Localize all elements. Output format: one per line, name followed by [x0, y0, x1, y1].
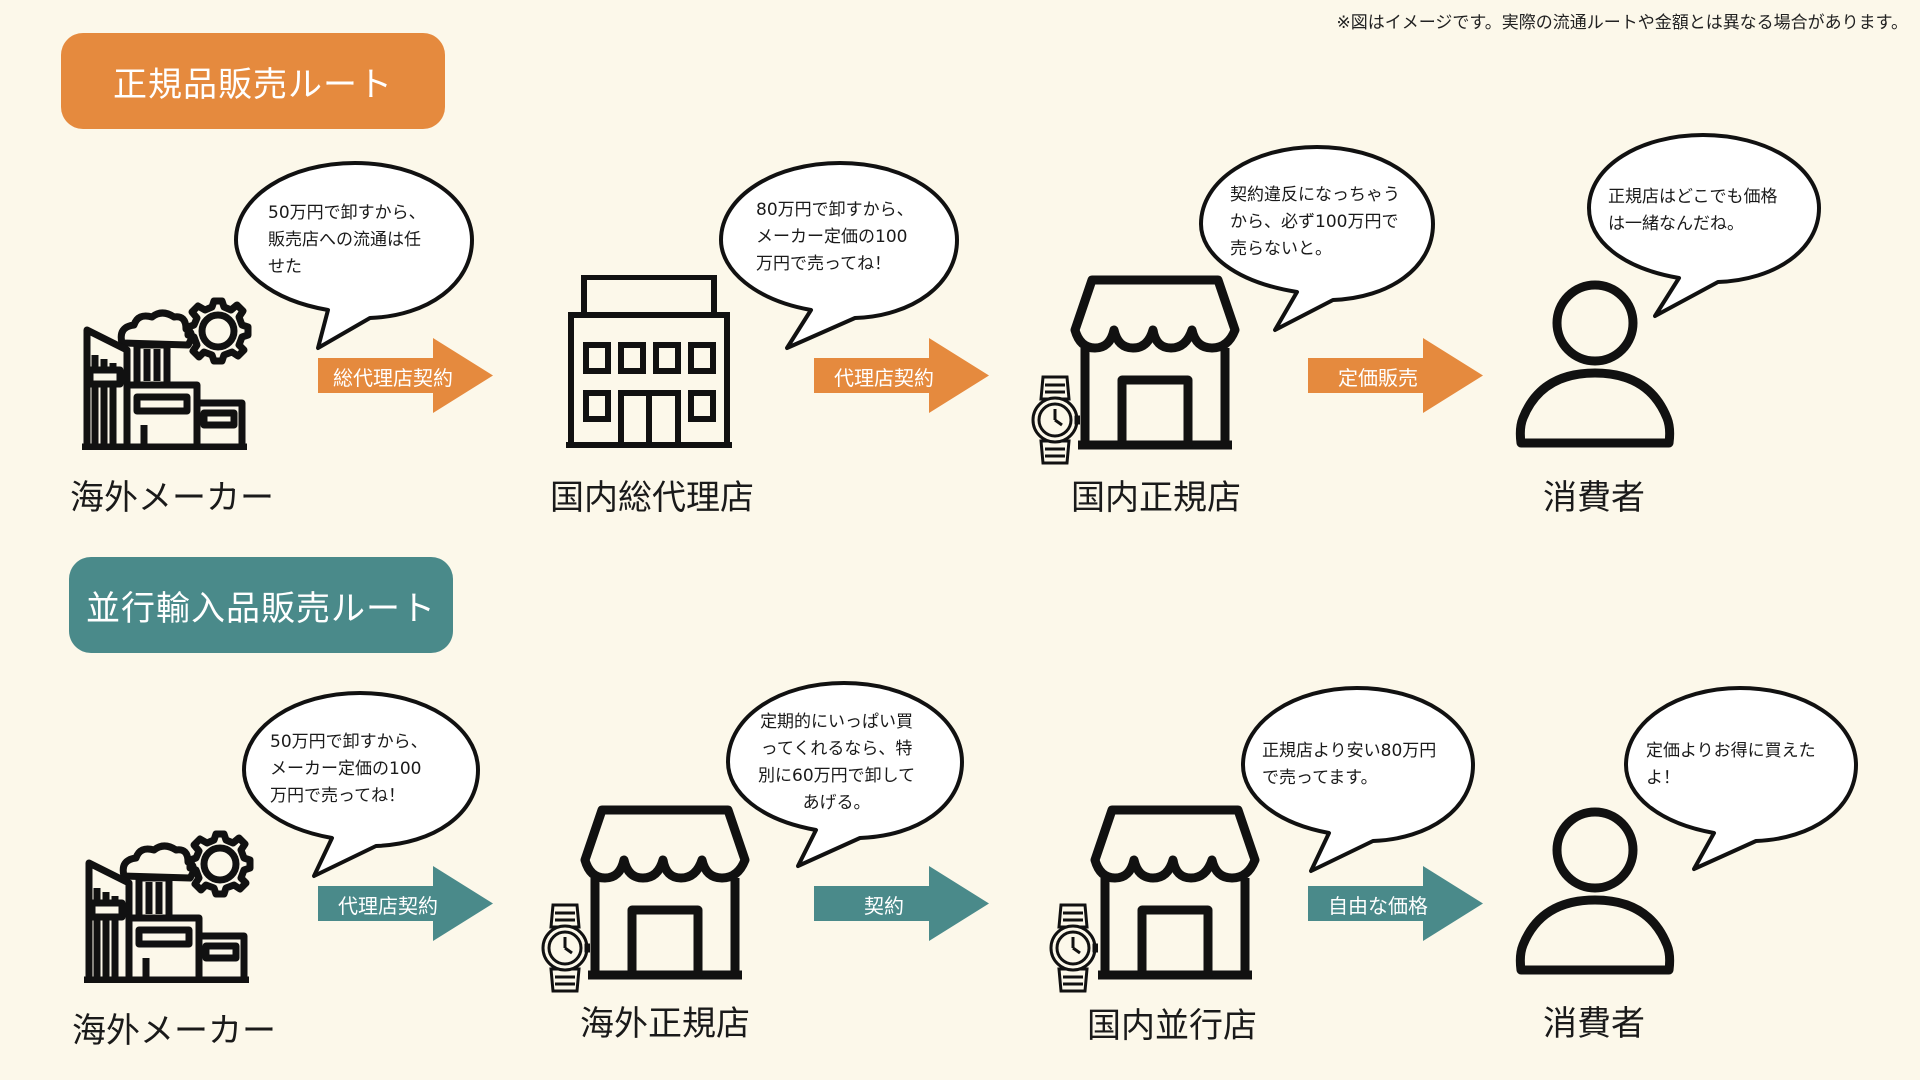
disclaimer-note: ※図はイメージです。実際の流通ルートや金額とは異なる場合があります。 — [1336, 13, 1908, 33]
speech-bubble — [1587, 133, 1821, 318]
arrow-label: 定価販売 — [1338, 366, 1418, 390]
node-label-overseas-maker: 海外メーカー — [72, 1011, 276, 1051]
watch-icon — [1030, 375, 1080, 465]
speech-bubble — [726, 681, 964, 868]
node-label-consumer: 消費者 — [1543, 478, 1645, 518]
arrow-label: 代理店契約 — [834, 366, 934, 390]
shop-icon — [1070, 275, 1240, 450]
factory-icon — [84, 808, 264, 983]
speech-bubble — [1624, 686, 1858, 871]
speech-bubble — [719, 161, 959, 350]
speech-bubble — [1241, 686, 1475, 873]
arrow-label: 契約 — [864, 894, 904, 918]
bubble-text: 定価よりお得に買えた よ！ — [1646, 741, 1816, 788]
shop-icon — [1090, 805, 1260, 980]
node-label-consumer: 消費者 — [1543, 1004, 1645, 1044]
bubble-text: 50万円で卸すから、 メーカー定価の100 万円で売ってね！ — [270, 732, 428, 806]
watch-icon — [1048, 903, 1098, 993]
factory-icon — [82, 275, 262, 450]
bubble-text: 正規店はどこでも価格 は一緒なんだね。 — [1608, 187, 1778, 234]
watch-icon — [540, 903, 590, 993]
node-label-domestic-authorized-store: 国内正規店 — [1071, 478, 1241, 518]
person-icon — [1515, 805, 1675, 975]
official-route-title: 正規品販売ルート — [61, 33, 445, 129]
node-label-overseas-authorized-store: 海外正規店 — [580, 1004, 750, 1044]
speech-bubble — [234, 161, 474, 350]
shop-icon — [580, 805, 750, 980]
speech-bubble — [1199, 145, 1435, 332]
bubble-text: 50万円で卸すから、 販売店への流通は任 せた — [268, 203, 426, 277]
bubble-text: 80万円で卸すから、 メーカー定価の100 万円で売ってね！ — [756, 200, 914, 274]
person-icon — [1515, 278, 1675, 448]
speech-bubble — [242, 691, 480, 878]
node-label-domestic-distributor: 国内総代理店 — [550, 478, 754, 518]
arrow-label: 代理店契約 — [338, 894, 438, 918]
bubble-text: 定期的にいっぱい買 ってくれるなら、特 別に60万円で卸して あげる。 — [758, 712, 916, 813]
parallel-route-title: 並行輸入品販売ルート — [69, 557, 453, 653]
node-label-overseas-maker: 海外メーカー — [70, 478, 274, 518]
node-label-domestic-parallel-store: 国内並行店 — [1087, 1006, 1257, 1046]
arrow-label: 総代理店契約 — [333, 366, 453, 390]
bubble-text: 正規店より安い80万円 で売ってます。 — [1262, 741, 1437, 788]
bubble-text: 契約違反になっちゃう から、必ず100万円で 売らないと。 — [1230, 185, 1400, 259]
arrow-label: 自由な価格 — [1328, 894, 1428, 918]
office-building-icon — [566, 275, 736, 450]
